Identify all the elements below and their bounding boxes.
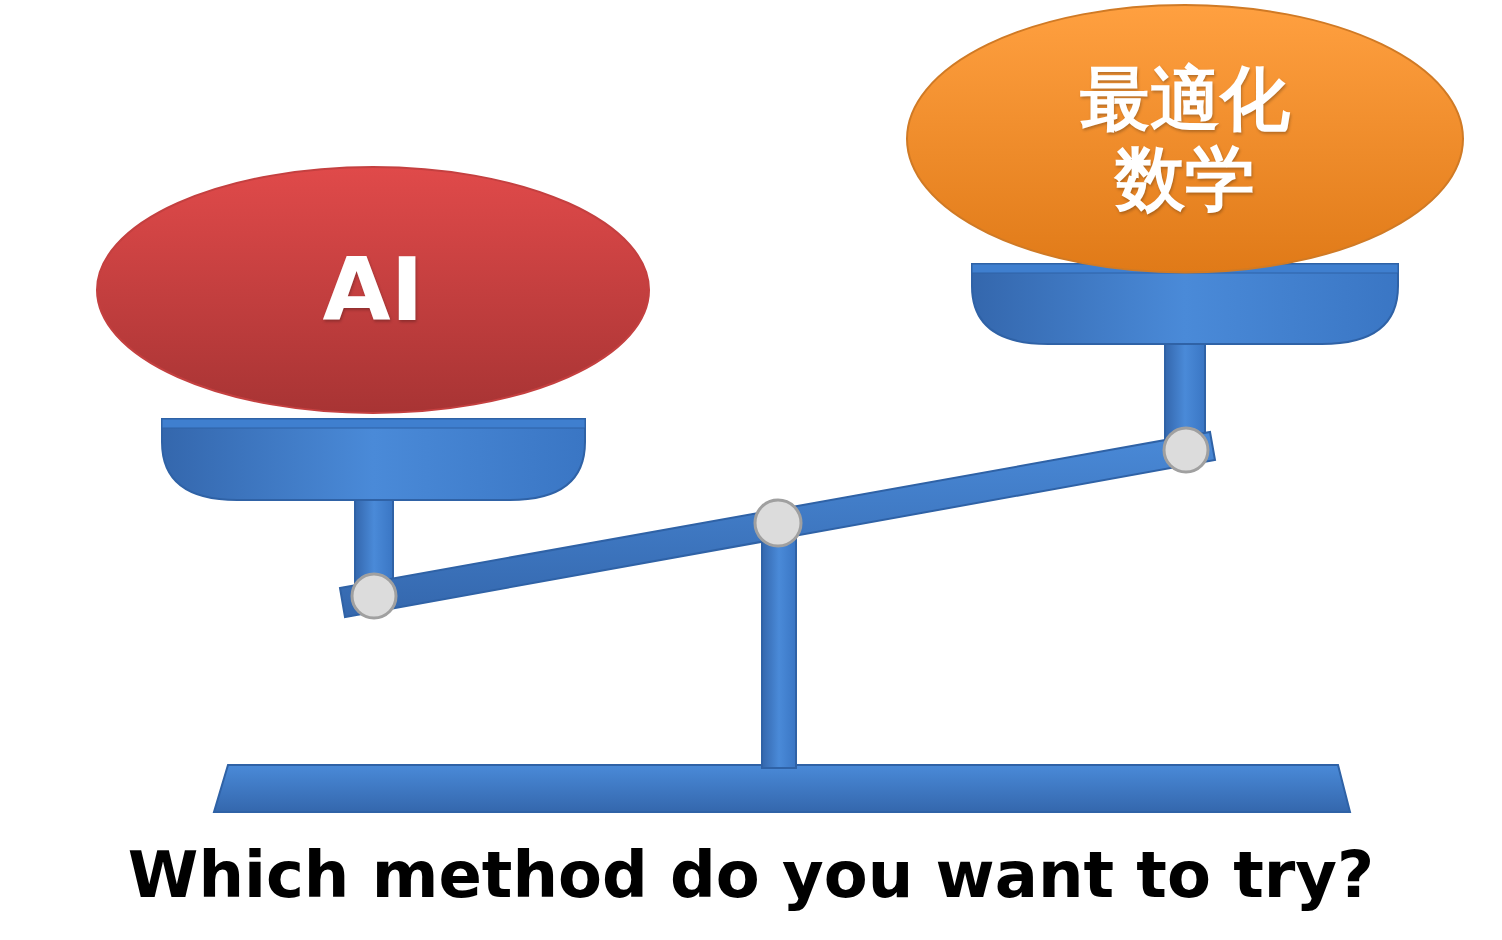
left-pan-rim [162, 419, 585, 428]
scale-base [214, 765, 1350, 812]
pivot-joint [1164, 428, 1208, 472]
scale-post [762, 523, 796, 768]
optimization-ellipse: 最適化 数学 [905, 3, 1465, 275]
right-pan [972, 264, 1398, 344]
pivot-joint [755, 500, 801, 546]
node-label: 最適化 数学 [1066, 59, 1304, 220]
pivot-joint [352, 574, 396, 618]
caption: Which method do you want to try? [0, 838, 1502, 912]
left-pan [162, 419, 585, 500]
ai-ellipse: AI [95, 165, 651, 415]
node-label: AI [323, 239, 424, 340]
